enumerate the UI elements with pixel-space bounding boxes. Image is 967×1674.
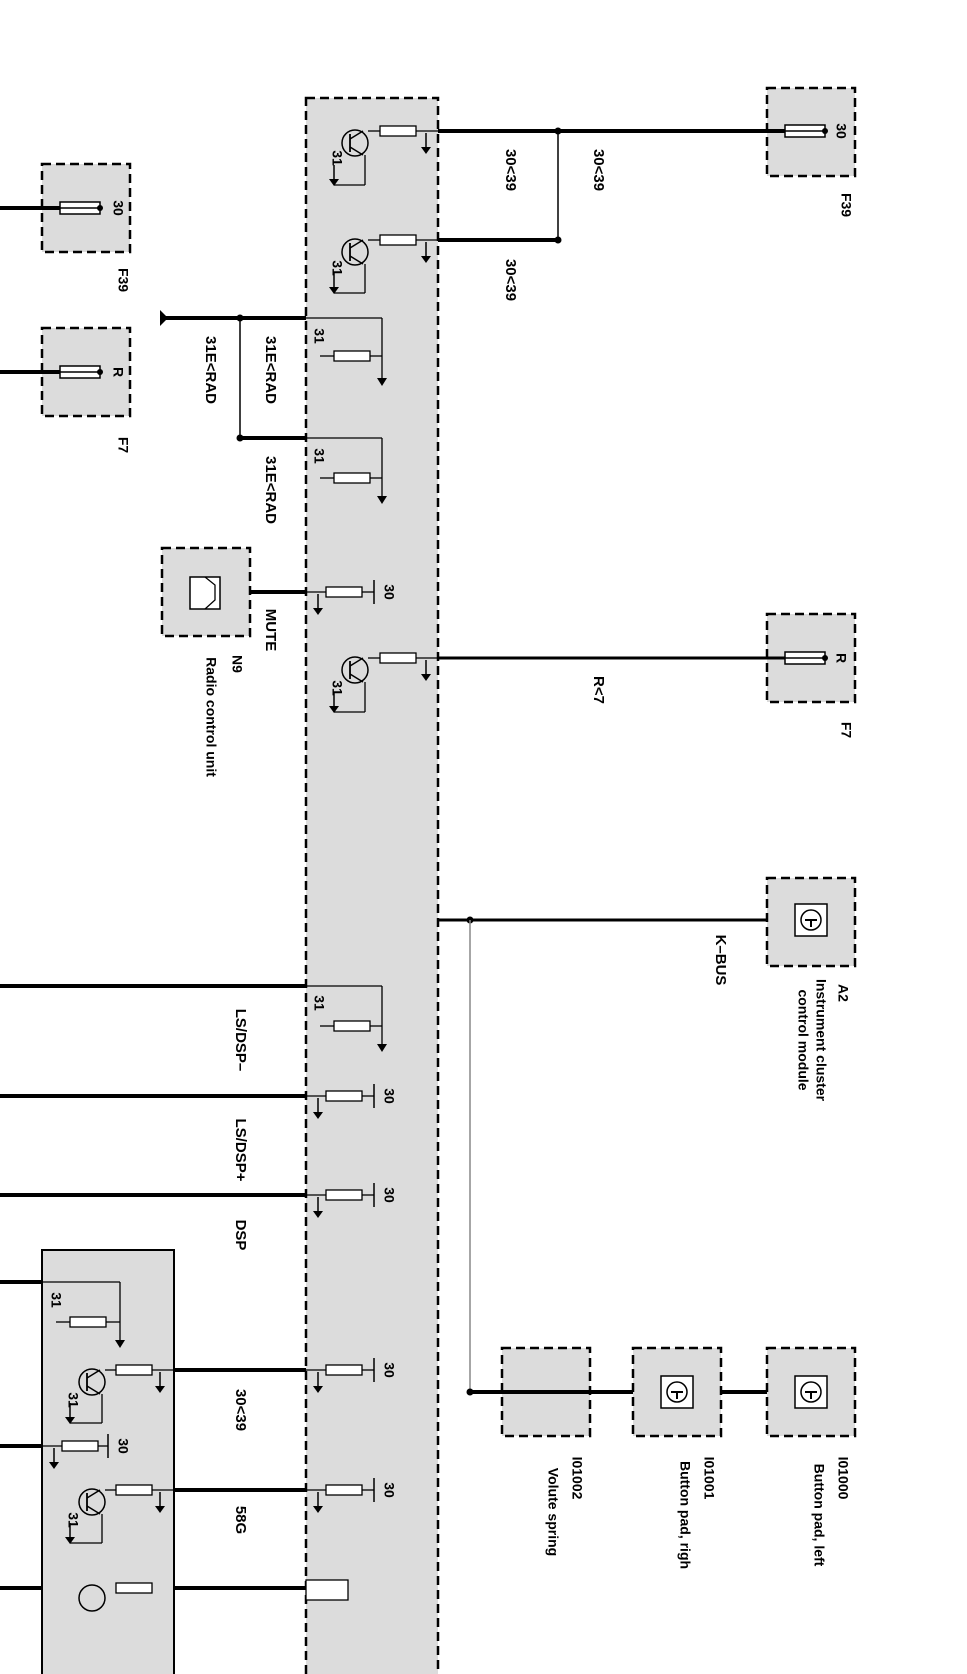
wire-label-4: 31E<RAD [202, 336, 219, 404]
ls-plus-label: LS/DSP+ [232, 1119, 249, 1182]
mute-label: MUTE [262, 609, 279, 652]
f7-left-id: F7 [115, 437, 131, 454]
i01002-id: I01002 [569, 1457, 585, 1500]
f7-right-pin: R [833, 653, 849, 663]
i01000-id: I01000 [835, 1457, 851, 1500]
wire-label-2: 30<39 [590, 149, 607, 191]
dsp-label: DSP [232, 1220, 249, 1251]
n9-name: Radio control unit [203, 657, 219, 777]
pin-30-dsp: 30 [381, 1187, 397, 1203]
wire-label-3: 30<39 [502, 259, 519, 301]
a2-line2: control module [795, 989, 811, 1090]
pin-30-lsp: 30 [381, 1088, 397, 1104]
f39-left-id: F39 [115, 268, 131, 292]
main-module-box [304, 96, 440, 1674]
ls-minus-label: LS/DSP– [232, 1009, 249, 1072]
pin-31-r2: 31 [311, 448, 327, 464]
a2-line1: Instrument cluster [813, 979, 829, 1102]
pin-31-r1: 31 [311, 328, 327, 344]
f39-right-id: F39 [838, 193, 854, 217]
f39-left-pin: 30 [110, 200, 126, 216]
f39-right-pin: 30 [833, 123, 849, 139]
wire-label-5: 31E<RAD [262, 336, 279, 404]
wire-3039-bottom: 30<39 [232, 1389, 249, 1431]
a2-id: A2 [835, 984, 851, 1002]
f7-right-id: F7 [838, 722, 854, 739]
i01001-id: I01001 [701, 1457, 717, 1500]
wire-label-6: 31E<RAD [262, 456, 279, 524]
f7-left-pin: R [110, 367, 126, 377]
wire-58g: 58G [232, 1506, 249, 1534]
pin-31-low1: 31 [48, 1292, 64, 1308]
pin-31-t3: 31 [329, 680, 345, 696]
i01000-name: Button pad, left [811, 1464, 827, 1567]
pin-31-low2: 31 [65, 1392, 81, 1408]
pin-31-ls: 31 [311, 995, 327, 1011]
pin-30-mute: 30 [381, 584, 397, 600]
kbus-label: K–BUS [712, 935, 729, 986]
n9-id: N9 [229, 655, 245, 673]
r7-label: R<7 [590, 676, 607, 704]
pin-31-t2: 31 [329, 260, 345, 276]
pin-30-b: 30 [381, 1482, 397, 1498]
pin-30-a: 30 [381, 1362, 397, 1378]
i01002-name: Volute spring [545, 1468, 561, 1556]
pin-30-low: 30 [115, 1438, 131, 1454]
pin-31-t1: 31 [329, 150, 345, 166]
lower-module-box [41, 1249, 175, 1674]
pin-31-low3: 31 [65, 1512, 81, 1528]
wire-label-1: 30<39 [502, 149, 519, 191]
i01001-name: Button pad, righ [677, 1461, 693, 1569]
